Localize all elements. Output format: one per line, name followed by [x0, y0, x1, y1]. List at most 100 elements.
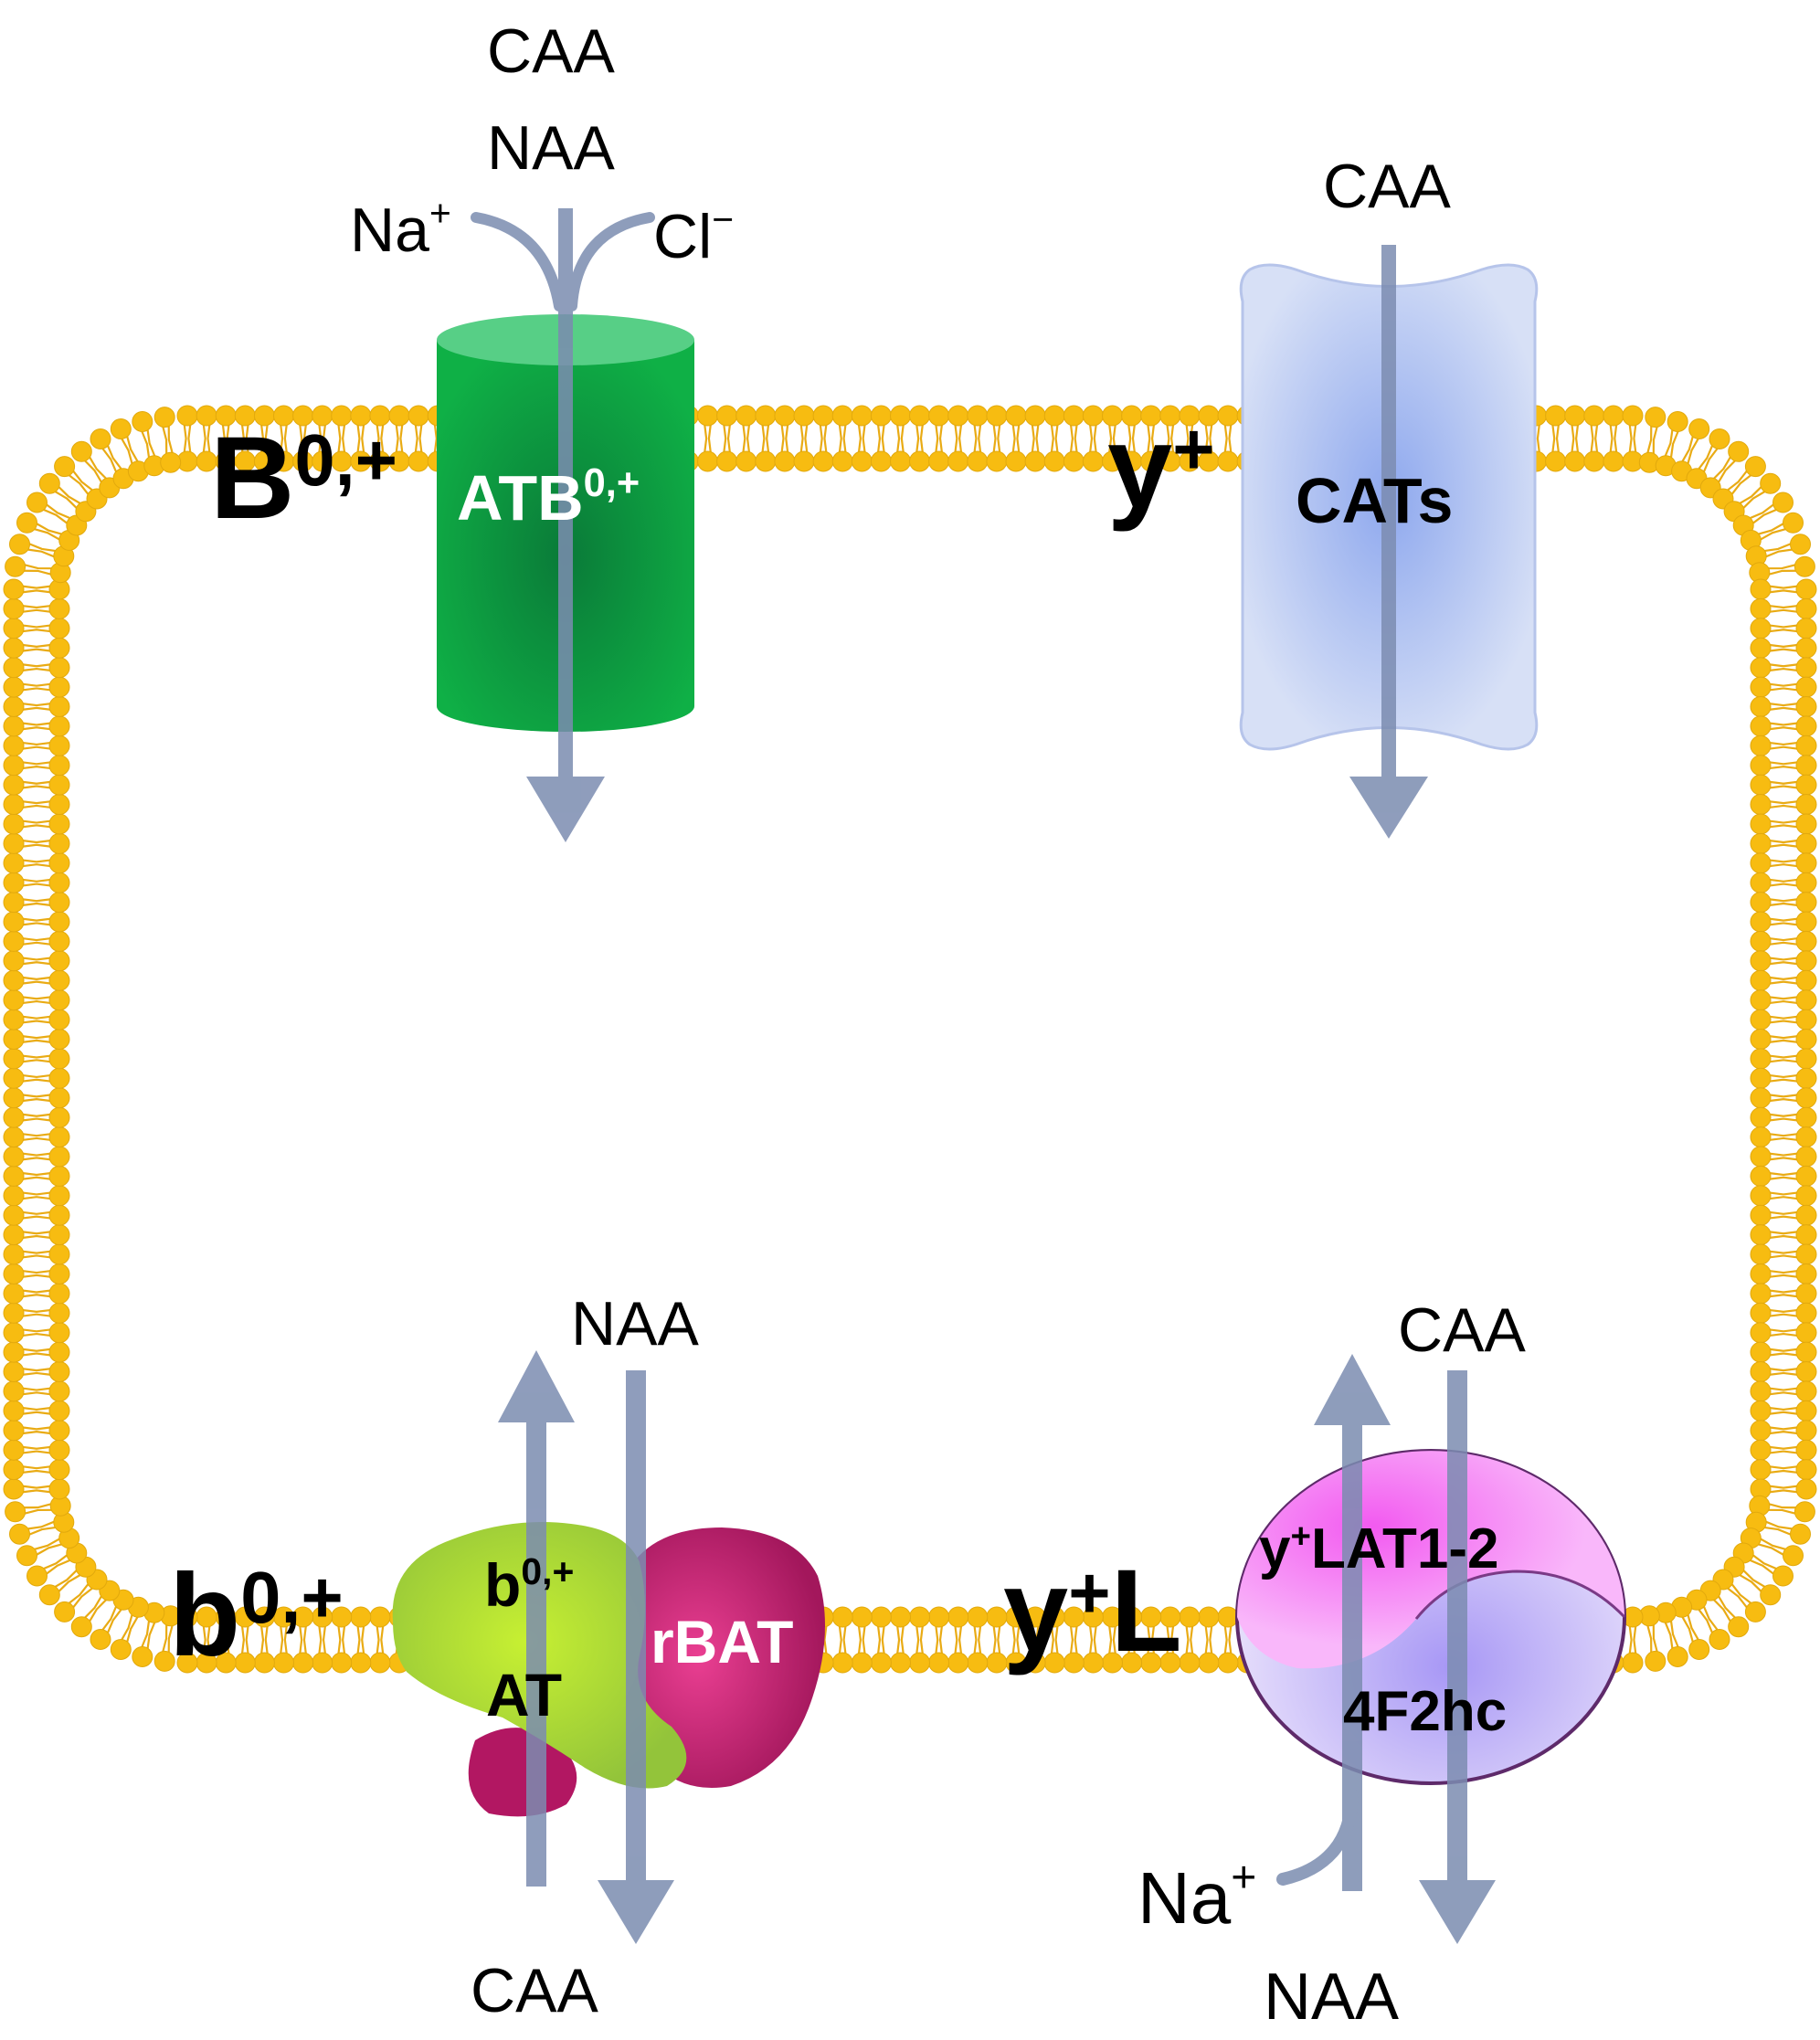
lipid-tail [356, 422, 365, 455]
lipid-tail [857, 1623, 866, 1656]
lipid-tail [1762, 1519, 1794, 1537]
lipid-tail [20, 1387, 53, 1396]
lipid-tail [20, 936, 53, 946]
lipid-tail [1127, 1623, 1137, 1656]
lipid-tail [1767, 898, 1800, 907]
lipid-tail [1147, 422, 1156, 455]
lipid-tail [20, 1054, 53, 1063]
lipid-tail [20, 1191, 53, 1200]
lipid-tail [20, 741, 53, 750]
lipid-tail [161, 1622, 175, 1654]
lipid-tail [20, 1269, 53, 1279]
lipid-tail [20, 1094, 53, 1103]
lipid-tail [1609, 422, 1618, 455]
lipid-tail [120, 1612, 140, 1644]
lipid-tail [723, 422, 732, 455]
lipid-tail [1663, 428, 1680, 460]
lipid-tail [1766, 563, 1798, 576]
lipid-head [1790, 1523, 1811, 1545]
lipid-tail [1767, 624, 1800, 633]
atb-ion-curves [471, 212, 655, 312]
lipid-tail [101, 1603, 123, 1635]
lipid-tail [298, 422, 308, 455]
lipid-tail [1767, 722, 1800, 731]
lipid-head [1794, 1501, 1815, 1523]
lipid-tail [1767, 819, 1800, 829]
lipid-tail [1767, 1171, 1800, 1180]
lipid-tail [20, 799, 53, 809]
lipid-tail [1711, 1593, 1738, 1624]
lipid-tail [1767, 1445, 1800, 1454]
atb-arrow [526, 208, 605, 842]
f2hc-label: 4F2hc [1343, 1680, 1508, 1743]
lipid-tail [799, 422, 809, 455]
yl-arrow-down [1419, 1370, 1496, 1944]
lipid-tail [140, 1618, 157, 1651]
atb-label: ATB0,+ [457, 460, 640, 534]
lipid-head [70, 440, 92, 462]
lipid-tail [1767, 1191, 1800, 1200]
b0at-label-line1: b0,+ [484, 1549, 575, 1619]
lipid-tail [376, 1623, 385, 1656]
lipid-tail [935, 422, 944, 455]
lipid-tail [973, 1623, 982, 1656]
lipid-tail [395, 422, 404, 455]
lipid-tail [1767, 1289, 1800, 1298]
lipid-tail [1766, 1502, 1798, 1516]
lipid-tail [26, 1519, 58, 1537]
lipid-tail [1725, 1581, 1753, 1610]
top-left-caa-label: CAA [487, 16, 615, 86]
cats-label: CATs [1296, 465, 1454, 536]
lipid-head [90, 1629, 111, 1650]
lipid-tail [67, 1581, 95, 1610]
lipid-tail [20, 1034, 53, 1044]
lipid-tail [20, 585, 53, 594]
lipid-tail [20, 1348, 53, 1357]
lipid-tail [1185, 422, 1194, 455]
lipid-head [38, 1584, 60, 1606]
ylat-subunit-icon [1237, 1451, 1626, 1669]
lipid-tail [1031, 1623, 1040, 1656]
lipid-tail [1697, 443, 1719, 475]
lipid-tail [1767, 643, 1800, 652]
lipid-tail [742, 422, 751, 455]
lipid-tail [20, 1231, 53, 1240]
lipid-head [5, 555, 26, 577]
lipid-tail [1767, 859, 1800, 868]
lipid-tail [279, 1623, 289, 1656]
lipid-tail [1697, 1603, 1719, 1635]
lipid-head [1783, 1545, 1804, 1567]
b0-arrow-down [598, 1370, 674, 1944]
lipid-tail [41, 1553, 73, 1576]
lipid-head [1790, 534, 1811, 555]
lipid-tail [22, 1502, 54, 1516]
lipid-tail [20, 1171, 53, 1180]
top-left-na-label: Na+ [350, 192, 451, 265]
lipid-tail [82, 454, 109, 485]
lipid-tail [337, 422, 346, 455]
lipid-tail [1767, 1113, 1800, 1122]
lipid-head [110, 418, 132, 439]
lipid-tail [876, 422, 885, 455]
b0at-label-line2: AT [486, 1661, 563, 1728]
lipid-tail [240, 1623, 249, 1656]
lipid-tail [992, 422, 1001, 455]
lipid-head [5, 1501, 26, 1523]
lipid-tail [1767, 761, 1800, 770]
lipid-tail [838, 1623, 847, 1656]
lipid-tail [1756, 1537, 1788, 1557]
lipid-tail [1762, 542, 1794, 559]
yl-na-curve [1276, 1789, 1359, 1886]
system-label-b0plus: b0,+ [169, 1550, 344, 1681]
lipid-tail [1767, 1485, 1800, 1494]
lipid-head [153, 1650, 175, 1672]
lipid-tail [1767, 839, 1800, 848]
lipid-tail [20, 1015, 53, 1024]
bottom-right-caa-label: CAA [1398, 1295, 1526, 1365]
lipid-head [132, 411, 153, 432]
lipid-tail [1107, 1623, 1117, 1656]
lipid-tail [857, 422, 866, 455]
lipid-tail [1767, 976, 1800, 985]
lipid-tail [20, 1073, 53, 1083]
lipid-tail [20, 761, 53, 770]
